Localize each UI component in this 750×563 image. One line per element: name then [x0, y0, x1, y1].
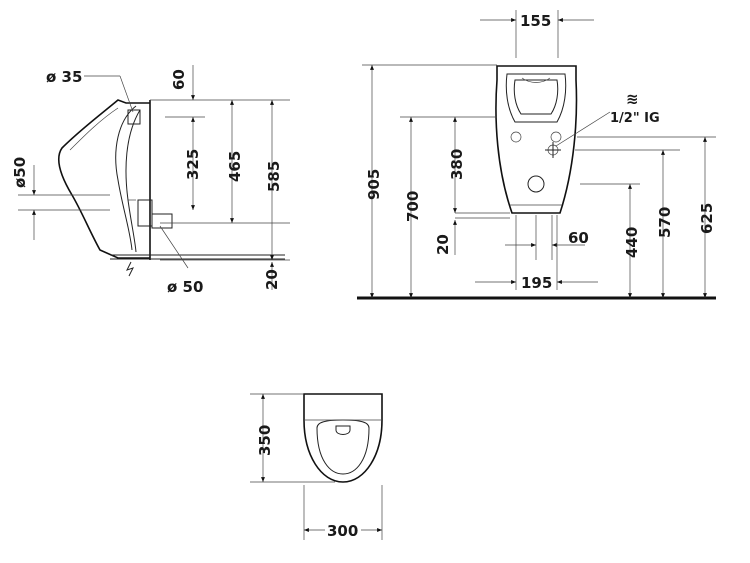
front-hole-right: [550, 131, 562, 143]
dim-465: 465: [226, 151, 244, 182]
top-bowl-outline: [316, 419, 370, 475]
dim-195: 195: [521, 274, 552, 292]
water-inlet-label: 1/2" IG: [610, 111, 660, 126]
side-urinal-inner-2: [125, 109, 141, 253]
front-bowl-top: [505, 73, 567, 123]
dim-700: 700: [404, 191, 422, 222]
front-hole-left: [510, 131, 522, 143]
front-bowl-inner: [513, 79, 559, 115]
dia-50-bottom-label: ø 50: [167, 278, 203, 296]
front-drain-circle: [527, 175, 545, 193]
front-view: 155 905 700 380 20 60 195 440: [357, 10, 716, 300]
side-urinal-inner: [115, 105, 137, 251]
front-spray-arc: [521, 77, 551, 83]
top-spray-outlet: [335, 425, 351, 435]
dim-300: 300: [327, 522, 358, 540]
dim-585: 585: [265, 161, 283, 192]
electric-symbol-icon: [126, 261, 134, 277]
dim-380: 380: [448, 149, 466, 180]
water-supply-icon: ≋: [626, 90, 639, 108]
dim-155: 155: [520, 12, 551, 30]
dim-20-front: 20: [434, 234, 452, 255]
dia-35-label: ø 35: [46, 68, 82, 86]
side-outlet-pipe: [151, 213, 173, 229]
dim-20-side: 20: [263, 269, 281, 290]
dim-60-side: 60: [170, 69, 188, 90]
dim-325: 325: [184, 149, 202, 180]
side-outlet-elbow: [137, 199, 153, 227]
side-rim-line: [69, 107, 119, 151]
dim-350: 350: [256, 425, 274, 456]
front-urinal-outline: [495, 65, 578, 214]
side-inlet-box: [127, 109, 141, 125]
side-urinal-outline: [58, 99, 150, 259]
top-view: 350 300: [250, 393, 383, 540]
dim-625: 625: [698, 203, 716, 234]
dim-60-front: 60: [568, 229, 589, 247]
side-view: ø 35 ø50 ø 50 60 325 465 585 20: [11, 65, 290, 296]
dim-905: 905: [365, 169, 383, 200]
dim-440: 440: [623, 227, 641, 258]
top-urinal-outline: [303, 393, 383, 483]
dim-570: 570: [656, 207, 674, 238]
dia-50-left-label: ø50: [11, 157, 29, 188]
